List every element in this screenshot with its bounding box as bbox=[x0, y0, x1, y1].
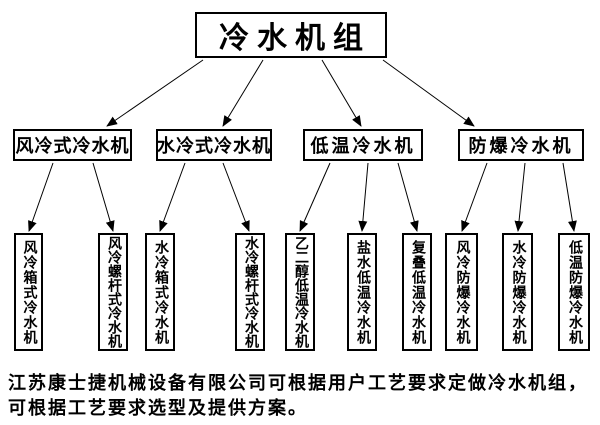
connector-arrow bbox=[321, 59, 362, 127]
node-cascade-low-temp-chiller: 复叠低温冷水机 bbox=[402, 233, 432, 351]
connector-arrow bbox=[28, 162, 54, 232]
node-air-cooled-box-chiller: 风冷箱式冷水机 bbox=[14, 233, 43, 351]
node-water-cooled-chiller: 水冷式冷水机 bbox=[156, 129, 272, 161]
node-low-temp-chiller: 低温冷水机 bbox=[303, 129, 423, 161]
connector-arrow bbox=[106, 59, 204, 127]
node-brine-low-temp-chiller: 盐水低温冷水机 bbox=[347, 233, 377, 351]
connector-arrow bbox=[382, 59, 475, 127]
connector-arrow bbox=[92, 162, 115, 232]
connector-arrow bbox=[299, 162, 331, 232]
connector-arrow bbox=[159, 162, 186, 232]
connector-arrow bbox=[222, 162, 250, 232]
connector-arrow bbox=[461, 162, 488, 232]
node-chiller-unit: 冷水机组 bbox=[195, 12, 387, 58]
node-water-cooled-explosion-proof-chiller: 水冷防爆冷水机 bbox=[502, 233, 533, 351]
node-air-cooled-screw-chiller: 风冷螺杆式冷水机 bbox=[98, 233, 128, 351]
footer-note: 江苏康士捷机械设备有限公司可根据用户工艺要求定做冷水机组， 可根据工艺要求选型及… bbox=[8, 371, 596, 421]
node-glycol-low-temp-chiller: 乙二醇低温冷水机 bbox=[285, 233, 315, 351]
connector-arrow bbox=[358, 162, 369, 232]
connector-arrow bbox=[222, 59, 264, 127]
footer-note-line2: 可根据工艺要求选型及提供方案。 bbox=[8, 398, 308, 418]
connector-arrow bbox=[397, 162, 419, 232]
footer-note-line1: 江苏康士捷机械设备有限公司可根据用户工艺要求定做冷水机组， bbox=[8, 373, 588, 393]
node-explosion-proof-chiller: 防爆冷水机 bbox=[458, 129, 584, 161]
node-water-cooled-box-chiller: 水冷箱式冷水机 bbox=[145, 233, 175, 351]
connector-arrow bbox=[514, 162, 526, 232]
connector-arrow bbox=[562, 162, 577, 232]
node-water-cooled-screw-chiller: 水冷螺杆式冷水机 bbox=[235, 233, 265, 351]
node-air-cooled-chiller: 风冷式冷水机 bbox=[13, 129, 132, 161]
node-air-cooled-explosion-proof-chiller: 风冷防爆冷水机 bbox=[445, 233, 478, 351]
node-low-temp-explosion-proof-chiller: 低温防爆冷水机 bbox=[558, 233, 590, 351]
